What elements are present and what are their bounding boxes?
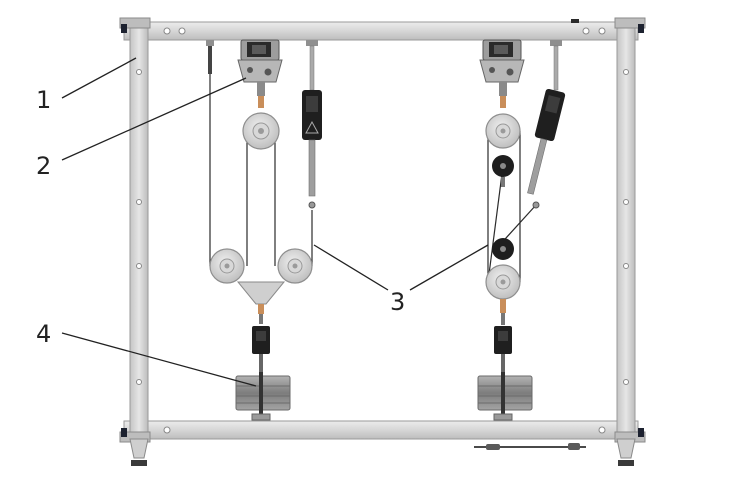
callout-label-1: 1 bbox=[36, 86, 52, 114]
pulley-lower-left-b bbox=[277, 248, 313, 284]
pulley-dark-upper bbox=[492, 155, 514, 177]
right-pulley-system bbox=[477, 39, 566, 421]
winch-unit-right bbox=[479, 39, 525, 108]
force-meter-right bbox=[527, 88, 566, 195]
callout-label-3: 3 bbox=[390, 288, 406, 316]
winch-unit-left bbox=[237, 39, 283, 108]
pulley-lower-left-a bbox=[209, 248, 245, 284]
pulley-top-right bbox=[485, 113, 521, 149]
force-meter-left bbox=[302, 90, 322, 140]
pulley-top-left bbox=[242, 112, 280, 150]
loose-cable bbox=[474, 443, 586, 450]
weight-stack-left bbox=[235, 372, 291, 421]
load-sensor-left bbox=[252, 326, 270, 354]
left-pulley-system bbox=[206, 39, 322, 421]
callout-leader-lines bbox=[61, 57, 489, 387]
load-sensor-right bbox=[494, 326, 512, 354]
callout-label-2: 2 bbox=[36, 152, 52, 180]
callout-label-4: 4 bbox=[36, 320, 52, 348]
weight-stack-right bbox=[477, 372, 533, 421]
pulley-lower-right bbox=[485, 264, 521, 300]
pulley-dark-lower bbox=[492, 238, 514, 260]
frame bbox=[119, 17, 646, 466]
